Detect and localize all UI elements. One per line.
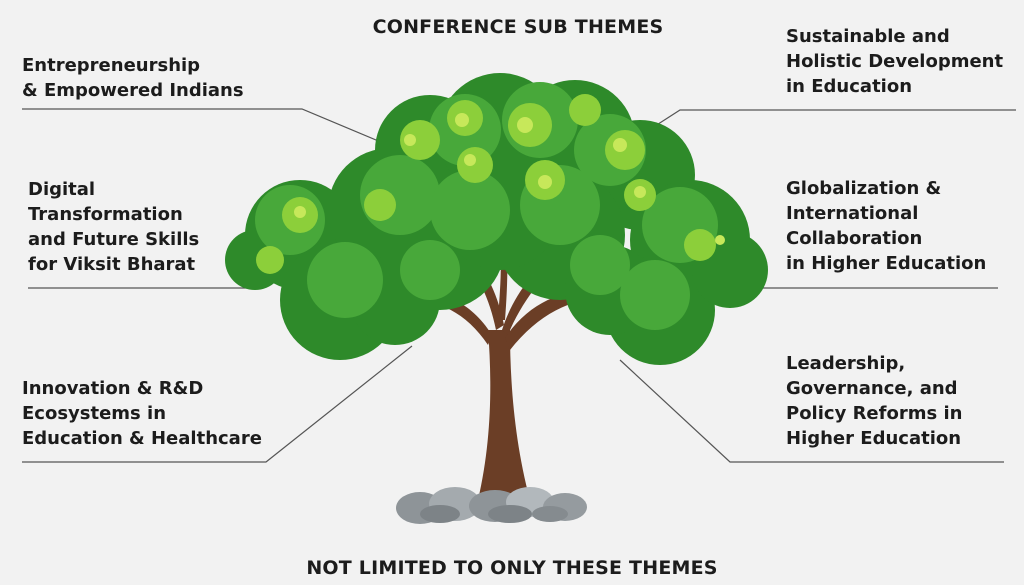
tree-illustration [225, 73, 768, 524]
theme-leadership-governance: Leadership, Governance, and Policy Refor… [786, 353, 963, 449]
theme-sustainable-development: Sustainable and Holistic Development in … [786, 26, 1004, 97]
tree-foliage [225, 73, 768, 365]
theme-digital-transformation: Digital Transformation and Future Skills… [28, 179, 200, 275]
theme-entrepreneurship: Entrepreneurship & Empowered Indians [22, 55, 244, 101]
leader-line-right-1 [651, 109, 1016, 129]
page-title: CONFERENCE SUB THEMES [372, 16, 664, 38]
footer-note: NOT LIMITED TO ONLY THESE THEMES [306, 557, 718, 579]
leader-line-left-3 [22, 345, 413, 463]
theme-globalization: Globalization & International Collaborat… [786, 178, 987, 274]
leader-line-left-1 [22, 108, 389, 146]
leader-lines [22, 108, 1016, 463]
theme-innovation-rnd: Innovation & R&D Ecosystems in Education… [22, 378, 262, 449]
leader-line-right-3 [619, 359, 1004, 463]
rocks-base [396, 487, 587, 524]
